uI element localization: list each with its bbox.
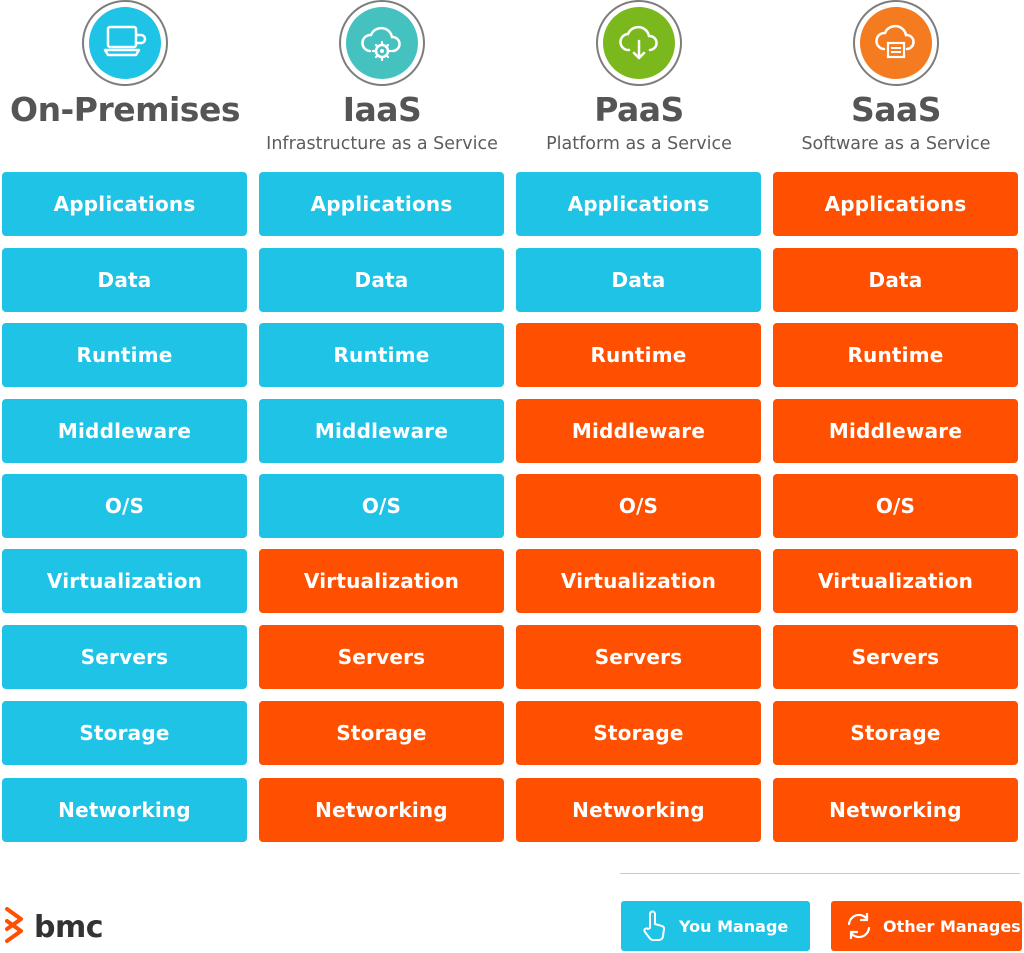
legend-label: You Manage <box>679 916 789 936</box>
cycle-arrows-icon <box>841 908 877 944</box>
layer-networking: Networking <box>773 778 1018 842</box>
icon-ring <box>596 0 682 86</box>
layer-storage: Storage <box>2 701 247 765</box>
layer-data: Data <box>259 248 504 312</box>
layer-networking: Networking <box>2 778 247 842</box>
hand-pointer-icon <box>637 908 673 944</box>
column-title: PaaS <box>594 90 684 129</box>
bmc-chevron-icon <box>2 905 30 949</box>
column-subtitle: Infrastructure as a Service <box>266 134 498 154</box>
layer-virtualization: Virtualization <box>516 549 761 613</box>
layer-o-s: O/S <box>2 474 247 538</box>
bmc-logo: bmc <box>2 905 104 949</box>
cloud-document-icon <box>860 7 932 79</box>
layer-storage: Storage <box>773 701 1018 765</box>
logo-text: bmc <box>34 909 104 945</box>
laptop-icon <box>89 7 161 79</box>
layer-middleware: Middleware <box>516 399 761 463</box>
column-title: SaaS <box>850 90 942 129</box>
layer-middleware: Middleware <box>773 399 1018 463</box>
layer-runtime: Runtime <box>2 323 247 387</box>
icon-ring <box>339 0 425 86</box>
legend-divider <box>620 873 1020 874</box>
cloud-gear-icon <box>346 7 418 79</box>
column-title: IaaS <box>342 90 422 129</box>
layer-servers: Servers <box>259 625 504 689</box>
layer-runtime: Runtime <box>259 323 504 387</box>
layer-servers: Servers <box>516 625 761 689</box>
layer-virtualization: Virtualization <box>773 549 1018 613</box>
layer-runtime: Runtime <box>516 323 761 387</box>
layer-applications: Applications <box>259 172 504 236</box>
layer-o-s: O/S <box>516 474 761 538</box>
layer-servers: Servers <box>2 625 247 689</box>
layer-networking: Networking <box>516 778 761 842</box>
column-header: IaaS Infrastructure as a Service <box>259 0 505 165</box>
column-iaas: IaaS Infrastructure as a Service Applica… <box>259 0 505 860</box>
icon-ring <box>82 0 168 86</box>
legend-you-manage: You Manage <box>621 901 810 951</box>
column-title: On-Premises <box>10 90 240 129</box>
column-header: PaaS Platform as a Service <box>516 0 762 165</box>
layer-data: Data <box>2 248 247 312</box>
layer-middleware: Middleware <box>2 399 247 463</box>
layer-o-s: O/S <box>259 474 504 538</box>
cloud-download-icon <box>603 7 675 79</box>
layer-virtualization: Virtualization <box>259 549 504 613</box>
column-subtitle: Software as a Service <box>801 134 991 154</box>
icon-ring <box>853 0 939 86</box>
layer-o-s: O/S <box>773 474 1018 538</box>
layer-runtime: Runtime <box>773 323 1018 387</box>
layer-networking: Networking <box>259 778 504 842</box>
layer-middleware: Middleware <box>259 399 504 463</box>
layer-servers: Servers <box>773 625 1018 689</box>
layer-storage: Storage <box>259 701 504 765</box>
column-subtitle: Platform as a Service <box>546 134 732 154</box>
column-header: SaaS Software as a Service <box>773 0 1019 165</box>
column-header: On-Premises <box>2 0 248 165</box>
layer-applications: Applications <box>516 172 761 236</box>
layer-applications: Applications <box>2 172 247 236</box>
layer-applications: Applications <box>773 172 1018 236</box>
layer-data: Data <box>773 248 1018 312</box>
layer-storage: Storage <box>516 701 761 765</box>
legend-label: Other Manages <box>883 916 1021 936</box>
layer-virtualization: Virtualization <box>2 549 247 613</box>
legend-other-manages: Other Manages <box>831 901 1022 951</box>
layer-data: Data <box>516 248 761 312</box>
